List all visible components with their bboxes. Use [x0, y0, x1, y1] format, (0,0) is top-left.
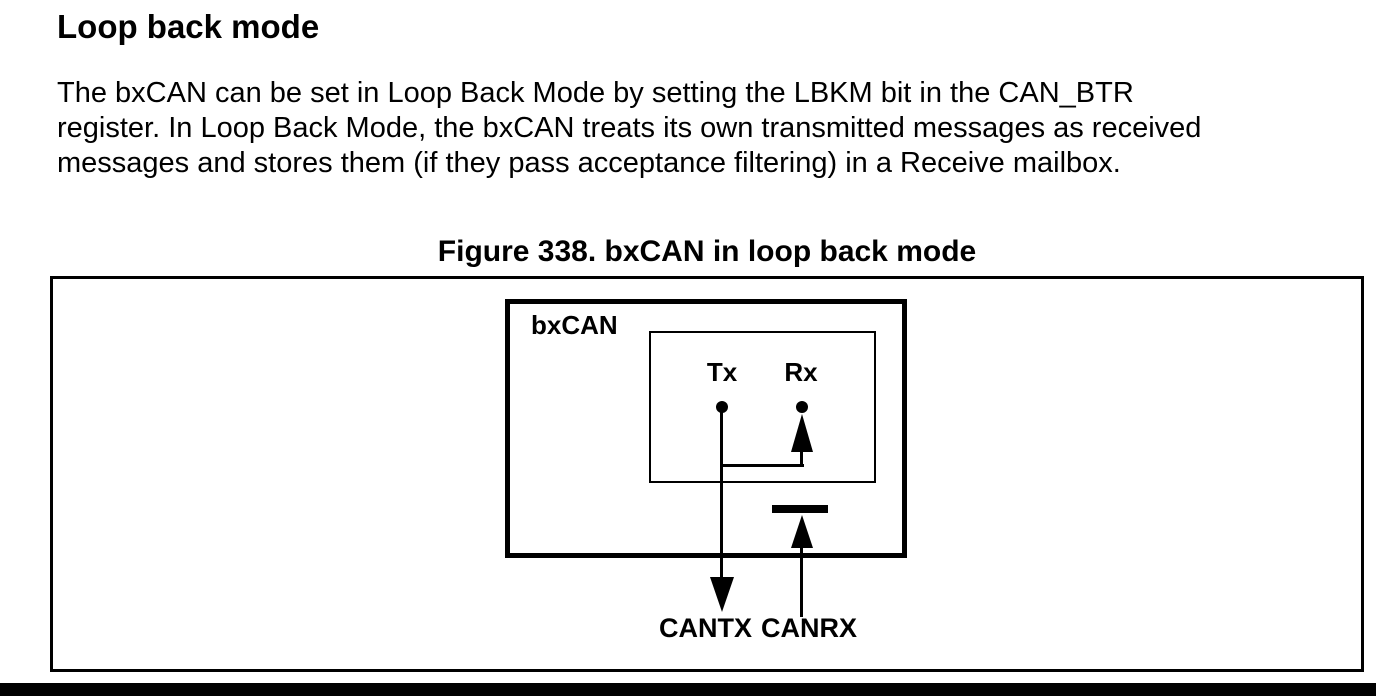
- paragraph-line-1: The bxCAN can be set in Loop Back Mode b…: [57, 77, 1134, 109]
- loopback-vertical-stem: [800, 449, 803, 467]
- rx-pin-label: Rx: [784, 357, 818, 387]
- canrx-signal-line: [800, 546, 803, 617]
- loopback-horizontal-line: [720, 464, 804, 467]
- rx-pin-dot: [796, 401, 808, 413]
- bxcan-block-box: [505, 299, 907, 558]
- cantx-label: CANTX: [659, 613, 752, 643]
- canrx-label: CANRX: [761, 613, 858, 643]
- loopback-arrow-up-icon: [791, 414, 813, 452]
- paragraph-line-2: register. In Loop Back Mode, the bxCAN t…: [57, 112, 1202, 144]
- rx-bus-terminator-bar: [772, 505, 828, 513]
- tx-signal-line: [720, 407, 723, 577]
- figure-frame: bxCAN Tx Rx CANTX CANRX: [50, 276, 1364, 672]
- canrx-arrow-up-icon: [791, 515, 813, 548]
- section-heading: Loop back mode: [57, 8, 320, 45]
- cantx-arrow-down-icon: [710, 577, 734, 612]
- tx-pin-label: Tx: [706, 357, 738, 387]
- figure-caption: Figure 338. bxCAN in loop back mode: [437, 235, 977, 268]
- tx-rx-inner-box: [649, 331, 876, 483]
- page-bottom-bar: [0, 683, 1376, 696]
- paragraph-line-3: messages and stores them (if they pass a…: [57, 147, 1121, 179]
- body-paragraph: The bxCAN can be set in Loop Back Mode b…: [57, 76, 1201, 181]
- bxcan-block-label: bxCAN: [531, 310, 618, 340]
